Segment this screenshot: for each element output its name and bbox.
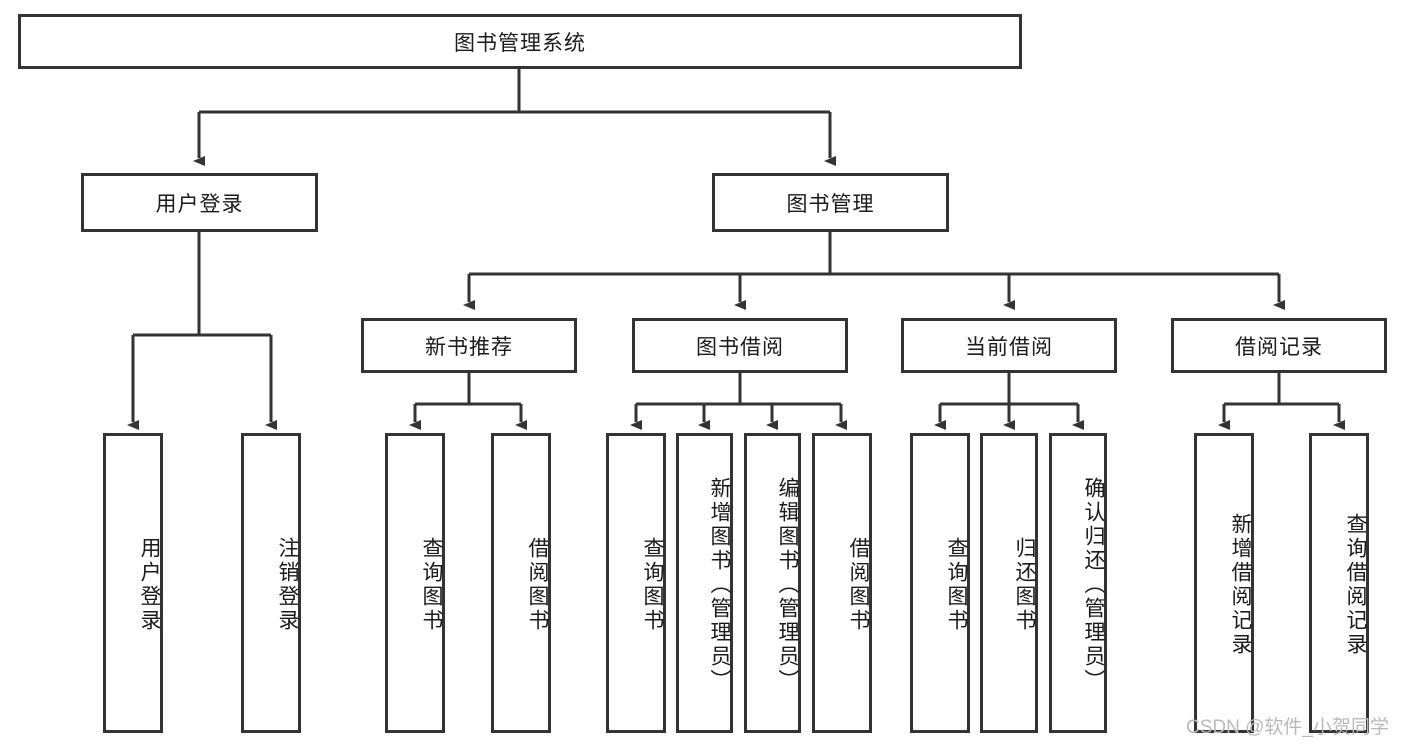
leaf-label: 查询图书 <box>641 537 664 633</box>
leaf-label: 查询图书 <box>945 537 968 633</box>
leaf-label: 借阅图书 <box>526 537 549 633</box>
leaf-label: 新增图书（管理员） <box>708 477 731 693</box>
leaf-current-borrow-confirm[interactable]: 确认归还（管理员） <box>1049 433 1107 733</box>
leaf-borrow-record-add[interactable]: 新增借阅记录 <box>1194 433 1254 733</box>
leaf-new-book-query[interactable]: 查询图书 <box>385 433 445 733</box>
leaf-user-login-login[interactable]: 用户登录 <box>103 433 163 733</box>
leaf-label: 注销登录 <box>276 537 299 633</box>
leaf-user-login-logout[interactable]: 注销登录 <box>241 433 301 733</box>
node-book-borrow[interactable]: 图书借阅 <box>632 318 848 373</box>
leaf-book-borrow-borrow[interactable]: 借阅图书 <box>812 433 872 733</box>
leaf-label: 查询图书 <box>420 537 443 633</box>
node-user-login-label: 用户登录 <box>155 192 244 216</box>
csdn-watermark: CSDN @软件_小贺同学 <box>1186 717 1389 738</box>
node-current-borrow-label: 当前借阅 <box>965 335 1053 359</box>
leaf-label: 编辑图书（管理员） <box>776 477 799 693</box>
node-current-borrow[interactable]: 当前借阅 <box>901 318 1117 373</box>
leaf-book-borrow-query[interactable]: 查询图书 <box>606 433 666 733</box>
node-book-manage-label: 图书管理 <box>786 192 875 216</box>
leaf-new-book-borrow[interactable]: 借阅图书 <box>491 433 551 733</box>
leaf-label: 新增借阅记录 <box>1229 513 1252 657</box>
leaf-current-borrow-query[interactable]: 查询图书 <box>910 433 970 733</box>
node-borrow-record[interactable]: 借阅记录 <box>1171 318 1387 373</box>
leaf-book-borrow-add[interactable]: 新增图书（管理员） <box>676 433 733 733</box>
leaf-book-borrow-edit[interactable]: 编辑图书（管理员） <box>744 433 801 733</box>
node-user-login[interactable]: 用户登录 <box>81 173 318 232</box>
leaf-current-borrow-return[interactable]: 归还图书 <box>980 433 1038 733</box>
node-book-manage[interactable]: 图书管理 <box>712 173 949 232</box>
node-new-book-recommend[interactable]: 新书推荐 <box>361 318 577 373</box>
leaf-label: 确认归还（管理员） <box>1082 477 1105 693</box>
node-book-borrow-label: 图书借阅 <box>696 335 784 359</box>
node-root-label: 图书管理系统 <box>454 31 586 55</box>
leaf-label: 用户登录 <box>138 537 161 633</box>
node-root[interactable]: 图书管理系统 <box>18 14 1022 69</box>
leaf-label: 查询借阅记录 <box>1344 513 1367 657</box>
leaf-label: 归还图书 <box>1013 537 1036 633</box>
leaf-label: 借阅图书 <box>847 537 870 633</box>
leaf-borrow-record-query[interactable]: 查询借阅记录 <box>1309 433 1369 733</box>
node-borrow-record-label: 借阅记录 <box>1235 335 1323 359</box>
node-new-book-recommend-label: 新书推荐 <box>425 335 513 359</box>
